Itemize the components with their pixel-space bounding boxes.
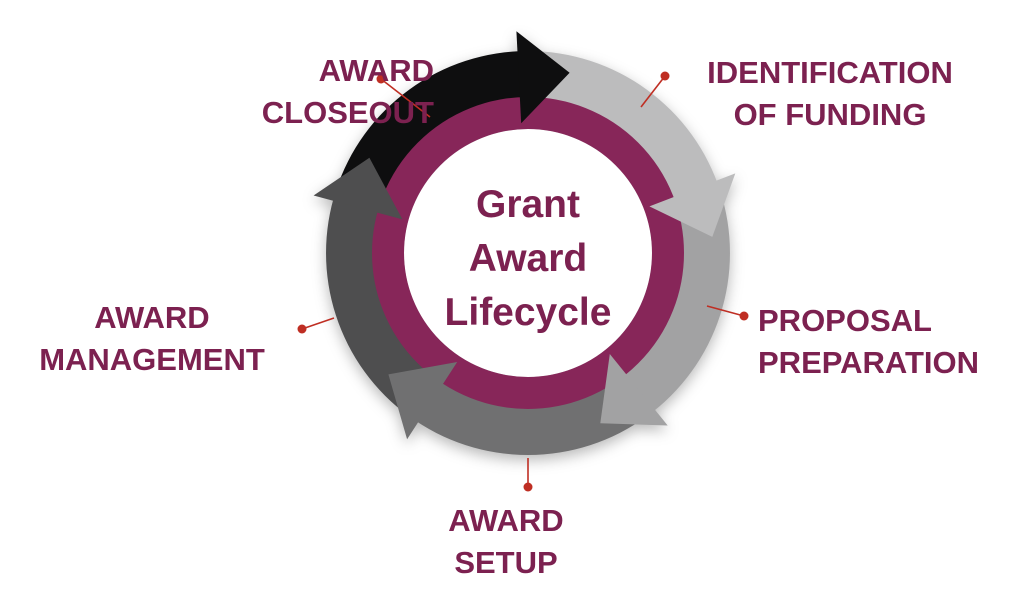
segment-arrowhead-award-setup [388, 362, 458, 440]
diagram-title-line: Grant [475, 183, 580, 226]
segment-arc-identification-of-funding [528, 51, 721, 207]
cycle-wheel [313, 31, 736, 455]
segment-arrowhead-award-management [313, 157, 403, 220]
segment-arrowhead-award-closeout [516, 31, 570, 124]
center-disc [404, 129, 652, 377]
stage-label-line: IDENTIFICATION [707, 55, 953, 90]
callouts [297, 71, 749, 492]
stage-label-award-setup: AWARD SETUP [356, 500, 656, 584]
callout-dot-identification-of-funding [660, 71, 670, 81]
segment-arc-award-closeout [335, 51, 528, 207]
stage-label-line: CLOSEOUT [261, 95, 434, 130]
callout-dot-award-closeout [376, 74, 386, 84]
stage-label-line: OF FUNDING [733, 97, 927, 132]
callout-line-award-management [301, 317, 335, 330]
segment-arrowhead-proposal-preparation [600, 354, 668, 426]
stage-label-line: SETUP [454, 545, 558, 580]
stage-label-line: AWARD [318, 53, 434, 88]
segment-arrowhead-identification-of-funding [649, 173, 736, 237]
stage-label-award-closeout: AWARD CLOSEOUT [134, 50, 434, 134]
callout-dot-award-setup [523, 482, 533, 492]
stage-label-line: MANAGEMENT [39, 342, 265, 377]
callout-line-award-closeout [380, 78, 431, 118]
stage-label-award-management: AWARD MANAGEMENT [2, 297, 302, 381]
stage-label-line: AWARD [94, 300, 210, 335]
callout-dot-award-management [297, 324, 307, 334]
stage-label-proposal-preparation: PROPOSAL PREPARATION [758, 300, 1024, 384]
stage-label-line: PROPOSAL [758, 303, 932, 338]
diagram-title-line: Award [468, 237, 588, 280]
stage-label-line: AWARD [448, 503, 564, 538]
callout-line-identification-of-funding [640, 75, 666, 108]
stage-label-line: PREPARATION [758, 345, 980, 380]
stage-label-identification-of-funding: IDENTIFICATION OF FUNDING [675, 52, 985, 136]
callout-line-proposal-preparation [706, 305, 745, 317]
diagram-title-line: Lifecycle [444, 291, 612, 334]
callout-dot-proposal-preparation [739, 311, 749, 321]
diagram-title: Grant Award Lifecycle [378, 178, 678, 340]
